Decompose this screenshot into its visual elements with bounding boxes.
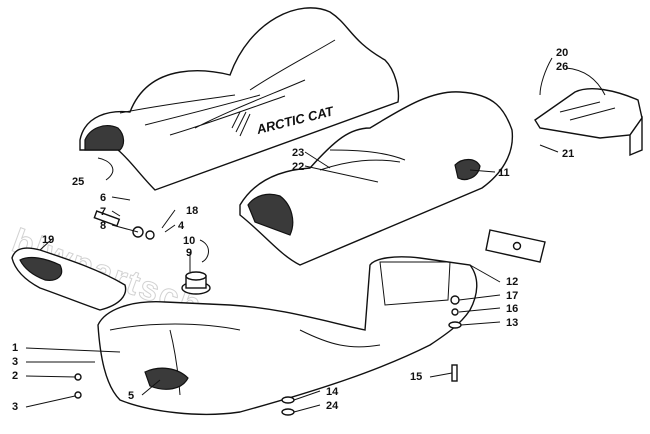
callout-4: 4 [178,220,185,232]
leader-lines [25,57,606,413]
callout-25: 25 [72,176,84,188]
callout-18: 18 [186,205,198,217]
fuel-cap-part [181,271,211,295]
callout-16: 16 [506,303,518,315]
side-panel-part [11,247,127,311]
callout-22: 22 [292,161,304,173]
callout-8: 8 [100,220,106,232]
callout-3: 3 [12,356,18,368]
callout-labels: 1 2 3 3 4 5 6 7 8 9 10 11 12 13 14 15 16… [12,47,574,413]
callout-23: 23 [292,147,304,159]
hardware-parts [74,210,462,416]
callout-17: 17 [506,290,518,302]
seat-cover-part: ARCTIC CAT [79,7,400,191]
callout-24: 24 [326,400,339,412]
callout-12: 12 [506,276,518,288]
callout-19: 19 [42,234,54,246]
callout-1: 1 [12,342,18,354]
callout-9: 9 [186,247,192,259]
callout-7: 7 [100,206,106,218]
callout-6: 6 [100,192,106,204]
callout-10: 10 [183,235,195,247]
callout-2: 2 [12,370,18,382]
callout-11: 11 [498,167,510,179]
callout-13: 13 [506,317,518,329]
callout-21: 21 [562,148,574,160]
callout-26: 26 [556,61,568,73]
callout-3: 3 [12,401,18,413]
callout-15: 15 [410,371,422,383]
callout-20: 20 [556,47,568,59]
callout-14: 14 [326,386,339,398]
seat-foam-part [239,91,514,266]
callout-5: 5 [128,390,134,402]
block-part [485,229,546,263]
rear-bracket-part [534,88,643,157]
